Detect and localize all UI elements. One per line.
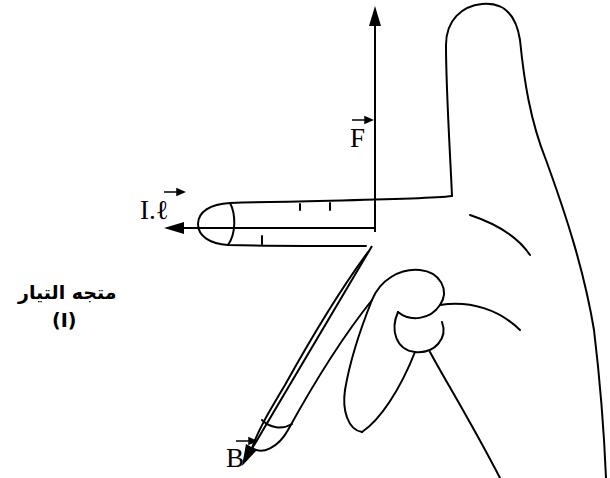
current-direction-label: متجه التيار: [18, 282, 117, 303]
current-length-label: I.ℓ: [140, 196, 169, 226]
force-label: F: [350, 124, 365, 154]
field-label: B: [226, 444, 244, 474]
current-symbol-label: (I): [52, 310, 76, 331]
